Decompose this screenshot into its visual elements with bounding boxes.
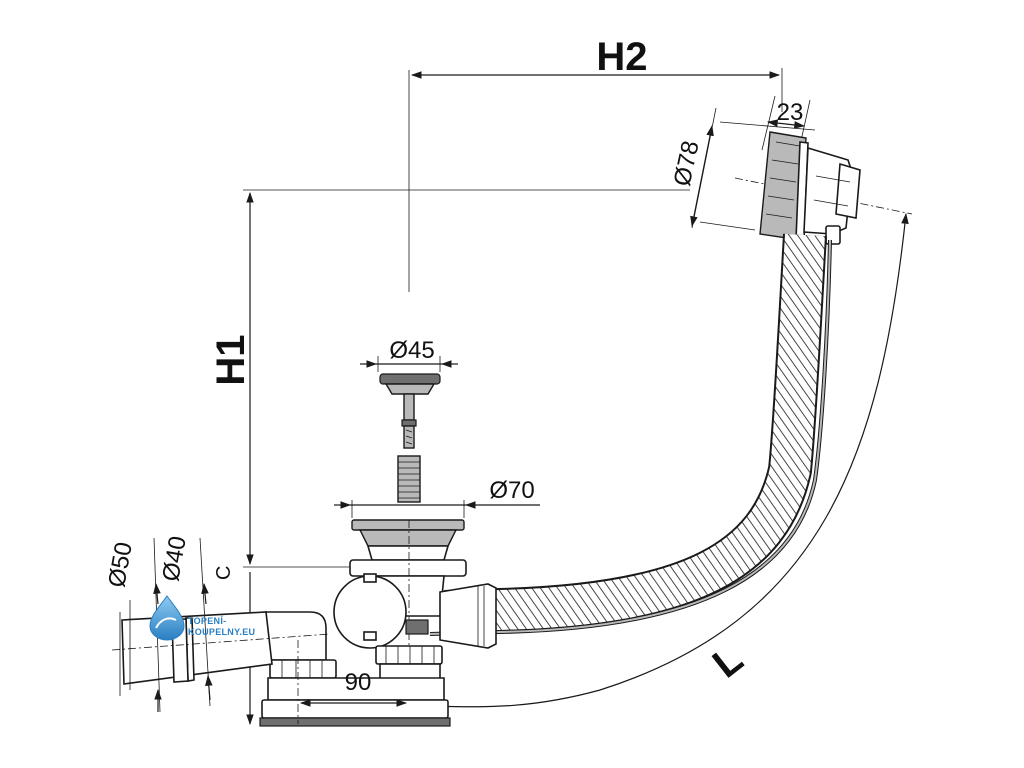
plug-diameter-label: Ø45 bbox=[389, 337, 434, 364]
outlet-outer-diameter-label: Ø50 bbox=[103, 540, 137, 589]
overflow-diameter-label: Ø78 bbox=[669, 138, 705, 188]
base-offset-dimension: 90 bbox=[299, 669, 408, 707]
length-label: L bbox=[705, 637, 751, 687]
overflow-dimensions: Ø78 23 bbox=[669, 95, 816, 231]
plug-stopper bbox=[379, 373, 441, 503]
waste-dimension: Ø70 bbox=[334, 477, 540, 518]
dimension-h2: H2 bbox=[408, 35, 783, 292]
h2-label: H2 bbox=[596, 35, 647, 79]
outlet-dimensions: Ø50 Ø40 bbox=[103, 534, 213, 713]
logo-text-line2: KOUPELNY.EU bbox=[188, 627, 255, 637]
base-offset-label: 90 bbox=[345, 669, 372, 696]
waste-diameter-label: Ø70 bbox=[489, 477, 534, 504]
h1-label: H1 bbox=[209, 334, 253, 385]
dimension-h1: H1 C bbox=[209, 189, 690, 726]
overflow-depth-label: 23 bbox=[777, 99, 804, 126]
plug-dimension: Ø45 bbox=[360, 337, 458, 372]
outlet-inner-diameter-label: Ø40 bbox=[157, 534, 191, 583]
watermark-logo: TOPENÍ- KOUPELNY.EU bbox=[149, 595, 255, 641]
cut-label: C bbox=[213, 566, 235, 580]
waste-body bbox=[333, 519, 497, 724]
flexible-overflow-hose bbox=[429, 233, 832, 636]
logo-text-line1: TOPENÍ- bbox=[188, 616, 226, 626]
overflow-head bbox=[734, 131, 913, 245]
